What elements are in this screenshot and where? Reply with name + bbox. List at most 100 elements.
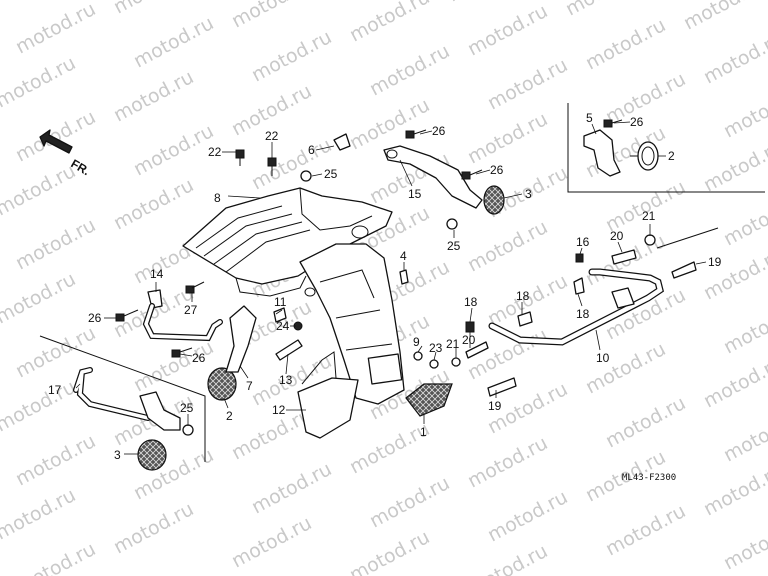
callout-18-a: 18 bbox=[464, 295, 478, 309]
nut-22-b bbox=[644, 234, 656, 246]
callout-25-left: 25 bbox=[180, 401, 194, 415]
callout-26-left: 26 bbox=[88, 311, 102, 325]
nut-25-top bbox=[300, 170, 312, 182]
watermark-text: motod.ru bbox=[582, 14, 669, 74]
reflector-bottom-left bbox=[137, 439, 167, 471]
watermark-text: motod.ru bbox=[12, 106, 99, 166]
watermark-text: motod.ru bbox=[248, 134, 335, 194]
bolt-19-b bbox=[671, 261, 697, 279]
watermark-text: motod.ru bbox=[346, 94, 433, 154]
callout-14: 14 bbox=[150, 267, 164, 281]
bolt-20-a bbox=[465, 341, 489, 359]
watermark-text: motod.ru bbox=[248, 458, 335, 518]
watermark-text: motod.ru bbox=[582, 338, 669, 398]
callout-17: 17 bbox=[48, 383, 62, 397]
watermark-text: motod.ru bbox=[0, 160, 79, 220]
watermark-text: motod.ru bbox=[602, 176, 689, 236]
watermark-text: motod.ru bbox=[602, 68, 689, 128]
callout-22-b: 21 bbox=[642, 209, 656, 223]
watermark-text: motod.ru bbox=[484, 54, 571, 114]
callout-19-b: 19 bbox=[708, 255, 722, 269]
watermark-text: motod.ru bbox=[700, 136, 768, 196]
callout-11: 9 bbox=[413, 335, 420, 349]
watermark-text: motod.ru bbox=[0, 376, 79, 436]
callout-21-right: 22 bbox=[265, 129, 279, 143]
callout-5: 5 bbox=[586, 111, 593, 125]
clip-7 bbox=[333, 133, 351, 151]
callout-1: 1 bbox=[420, 425, 427, 439]
watermark-text: motod.ru bbox=[464, 108, 551, 168]
callout-20-a: 20 bbox=[462, 333, 476, 347]
callout-25-center: 25 bbox=[447, 239, 461, 253]
grab-rail-right bbox=[488, 268, 664, 346]
watermark-text: motod.ru bbox=[700, 244, 768, 304]
bolt-18-b bbox=[517, 311, 533, 327]
callout-27: 27 bbox=[184, 303, 198, 317]
inset-frame-top-right bbox=[567, 103, 765, 193]
watermark-text: motod.ru bbox=[444, 0, 531, 6]
rear-mudguard bbox=[299, 243, 405, 405]
watermark-text: motod.ru bbox=[0, 268, 79, 328]
mud-flap bbox=[297, 351, 359, 439]
bolt-18-a bbox=[465, 321, 475, 333]
watermark-text: motod.ru bbox=[464, 216, 551, 276]
callout-28-top: 26 bbox=[432, 124, 446, 138]
watermark-text: motod.ru bbox=[110, 498, 197, 558]
callout-15: 15 bbox=[408, 187, 422, 201]
inset-frame-bottom-left bbox=[39, 335, 206, 462]
callout-26-center: 26 bbox=[490, 163, 504, 177]
callout-3-left: 3 bbox=[114, 448, 121, 462]
bolt-4 bbox=[399, 269, 409, 285]
watermark-text: motod.ru bbox=[562, 0, 649, 20]
watermark-text: motod.ru bbox=[700, 352, 768, 412]
reflector-stay bbox=[225, 305, 257, 373]
side-reflector-left bbox=[207, 367, 237, 401]
bolt-26-mid-left bbox=[171, 347, 193, 358]
callout-8: 10 bbox=[596, 351, 610, 365]
callout-9: 8 bbox=[214, 191, 221, 205]
bolt-26-inset bbox=[603, 119, 623, 128]
watermark-text: motod.ru bbox=[248, 26, 335, 86]
plate-bracket bbox=[275, 339, 303, 361]
watermark-text: motod.ru bbox=[12, 538, 99, 576]
bolt-22-a bbox=[451, 357, 461, 367]
callout-6: 7 bbox=[246, 379, 253, 393]
callout-26-inset: 26 bbox=[630, 115, 644, 129]
callout-12: 12 bbox=[272, 403, 286, 417]
callout-21-left: 22 bbox=[208, 145, 222, 159]
bolt-19-a bbox=[487, 377, 517, 397]
bolt-21-left bbox=[235, 149, 245, 166]
bolt-26-center bbox=[461, 169, 483, 180]
rear-reflector-rect bbox=[405, 383, 453, 417]
watermark-text: motod.ru bbox=[720, 82, 768, 142]
watermark-text: motod.ru bbox=[680, 0, 767, 34]
callout-25-top: 25 bbox=[324, 167, 338, 181]
watermark-text: motod.ru bbox=[0, 484, 79, 544]
bolt-16 bbox=[575, 253, 584, 263]
watermark-text: motod.ru bbox=[700, 28, 768, 88]
watermark-text: motod.ru bbox=[464, 432, 551, 492]
watermark-text: motod.ru bbox=[130, 120, 217, 180]
leader-lines bbox=[75, 121, 707, 455]
watermark-text: motod.ru bbox=[346, 526, 433, 576]
watermark-text: motod.ru bbox=[130, 12, 217, 72]
fasteners bbox=[115, 119, 697, 436]
callout-24: 24 bbox=[276, 319, 290, 333]
callout-22-a: 21 bbox=[446, 337, 460, 351]
reflector-inset bbox=[630, 141, 659, 171]
watermark-text: motod.ru bbox=[700, 460, 768, 520]
bolt-18-c bbox=[573, 277, 585, 295]
watermark-text: motod.ru bbox=[602, 500, 689, 560]
callout-19-a: 19 bbox=[488, 399, 502, 413]
reflector-center bbox=[483, 185, 505, 215]
callout-13: 13 bbox=[279, 373, 293, 387]
bolt-27 bbox=[185, 281, 205, 294]
callout-23: 23 bbox=[429, 341, 443, 355]
watermark-text: motod.ru bbox=[720, 406, 768, 466]
nut-11 bbox=[413, 351, 423, 361]
callout-26-mid-left: 26 bbox=[192, 351, 206, 365]
callout-16: 16 bbox=[576, 235, 590, 249]
watermark-text: motod.ru bbox=[366, 40, 453, 100]
callout-labels: 22 22 6 25 8 26 26 15 3 25 4 5 26 2 14 2… bbox=[48, 111, 722, 483]
